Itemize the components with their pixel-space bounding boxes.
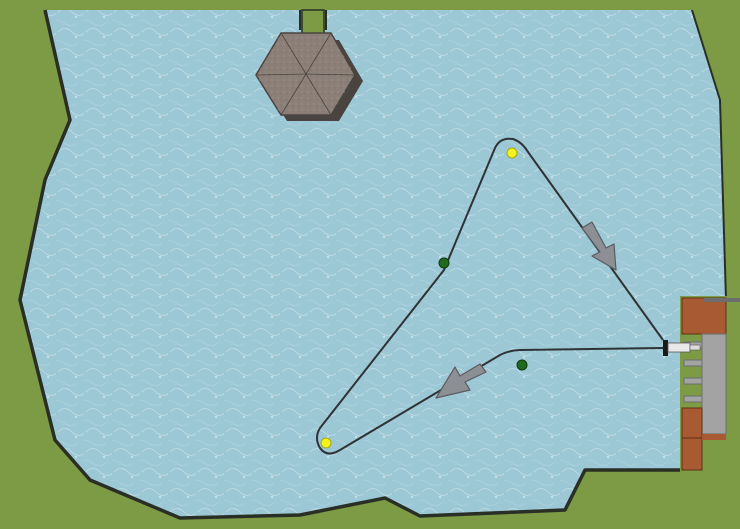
lake — [20, 10, 726, 518]
dock-wood-lower — [682, 408, 702, 438]
dock-strip — [702, 434, 726, 440]
dock-wood-bottom — [682, 438, 702, 470]
yellow-buoy — [321, 438, 331, 448]
lake-ripples — [20, 10, 726, 518]
boat-dock — [680, 296, 740, 476]
green-buoy — [517, 360, 527, 370]
yellow-buoy — [507, 148, 517, 158]
dock-deck — [702, 334, 726, 434]
pavilion-walkway — [302, 10, 324, 34]
dock-corner — [704, 298, 740, 302]
dock-wood-top — [682, 298, 726, 334]
green-buoy — [439, 258, 449, 268]
